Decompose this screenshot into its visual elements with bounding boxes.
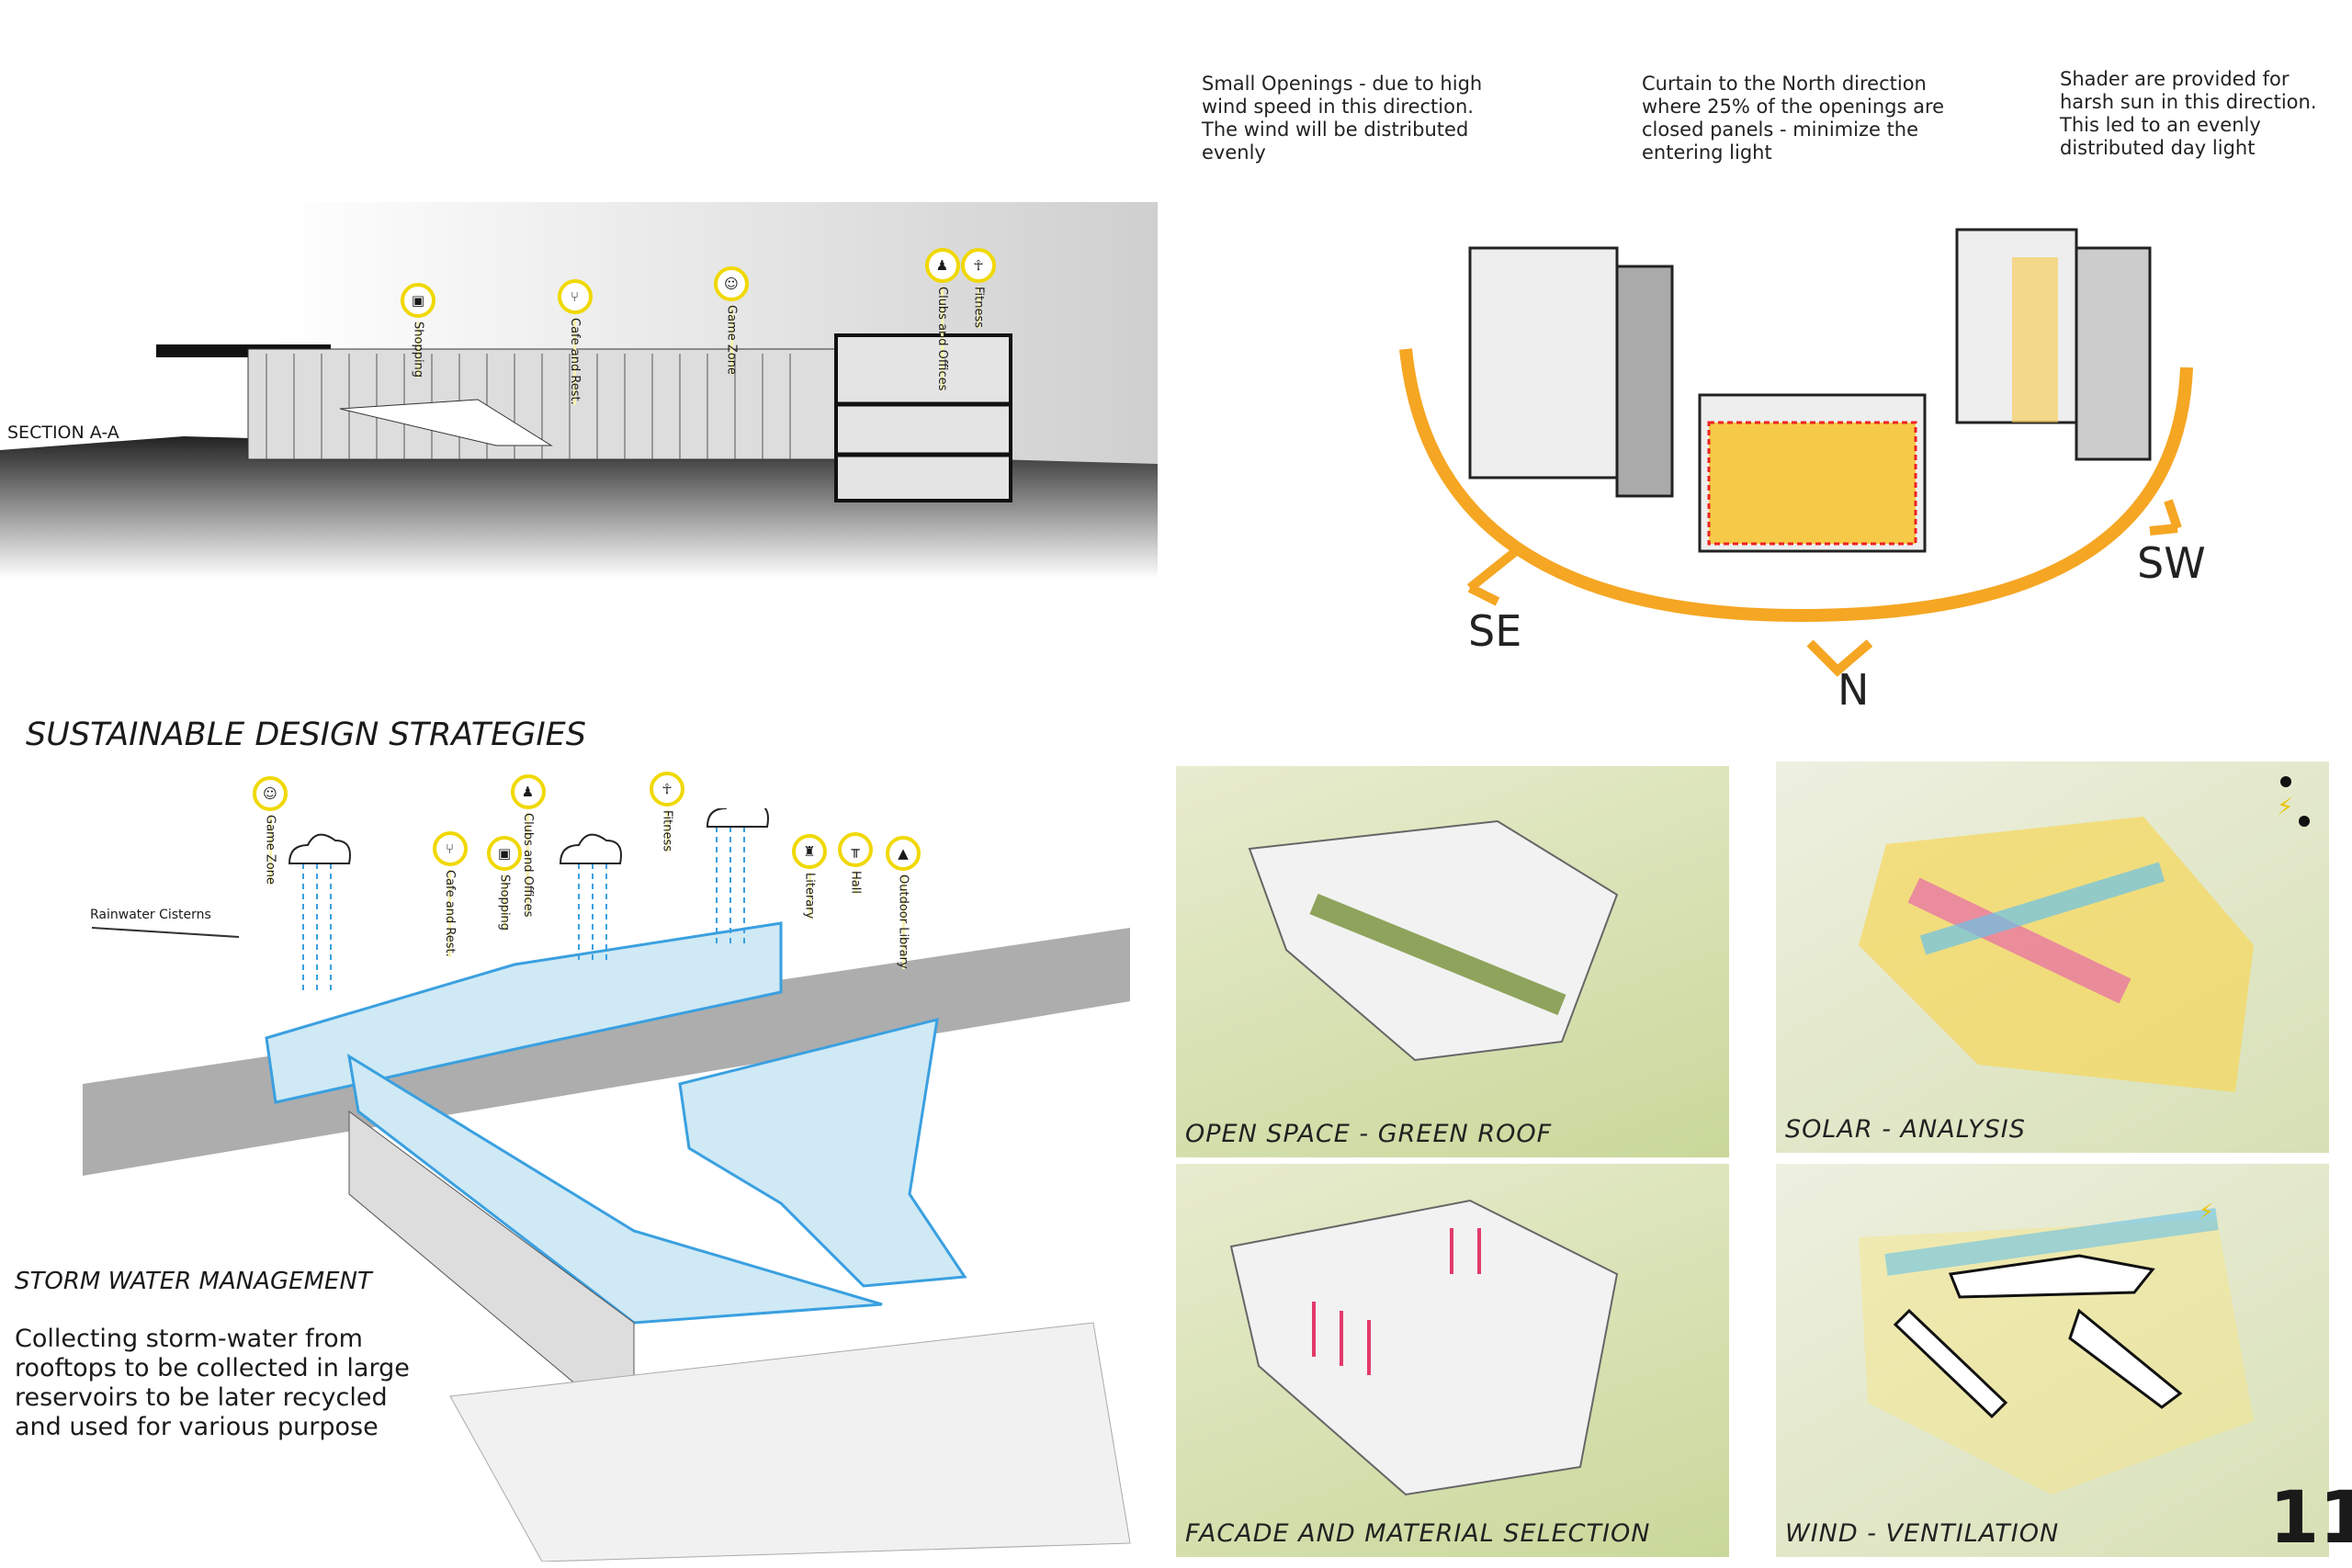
sw-arrow-icon [2149, 499, 2182, 536]
panel-wind-ventilation: ⚡ WIND - VENTILATION [1776, 1164, 2329, 1557]
shopping-icon: ▣ [487, 836, 522, 871]
building-north-block [1698, 393, 1927, 553]
rain-cloud-icons [288, 808, 769, 864]
note-small-openings: Small Openings - due to high wind speed … [1202, 73, 1483, 164]
section-tag-clubs: ♟Clubs and Offices [922, 248, 963, 391]
tag-clubs: ♟Clubs and Offices [507, 774, 548, 918]
theater-masks-icon: ☺ [714, 266, 749, 301]
section-tag-shopping: ▣Shopping [401, 283, 435, 378]
section-tag-fitness: ☥Fitness [961, 248, 996, 329]
section-tag-game-zone: ☺Game Zone [714, 266, 749, 375]
reading-desk-icon: ♜ [792, 834, 827, 869]
direction-sw: SW [2137, 538, 2206, 588]
section-label: SECTION A-A [7, 423, 119, 443]
solar-analysis-illustration: ⚡ [1859, 776, 2310, 1092]
rainwater-cisterns-label: Rainwater Cisterns [90, 908, 211, 922]
note-shader: Shader are provided for harsh sun in thi… [2060, 68, 2317, 159]
table-icon: ╥ [838, 832, 873, 867]
storm-water-title: STORM WATER MANAGEMENT [15, 1268, 372, 1295]
building-west-block [1468, 246, 1674, 498]
orientation-diagram [1399, 228, 2193, 677]
section-tag-cafe: ⑂Cafe and Rest. [554, 279, 595, 405]
panel-green-roof: OPEN SPACE - GREEN ROOF [1176, 766, 1729, 1157]
sun-path-arc [1399, 348, 2193, 623]
shopping-icon: ▣ [401, 283, 435, 318]
sun-bolt-icon: ⚡ [2277, 794, 2293, 821]
people-group-icon: ♟ [924, 248, 960, 283]
strategies-heading: SUSTAINABLE DESIGN STRATEGIES [26, 716, 586, 753]
direction-se: SE [1468, 606, 1522, 656]
cutlery-icon: ⑂ [432, 831, 468, 866]
direction-n: N [1838, 665, 1870, 715]
tag-fitness: ☥Fitness [650, 772, 684, 852]
tag-game-zone: ☺Game Zone [253, 776, 288, 885]
person-icon: ☥ [650, 772, 684, 807]
mountain-icon: ▲ [886, 836, 921, 871]
note-curtain-north: Curtain to the North direction where 25%… [1642, 73, 1945, 164]
building-south-block [1955, 228, 2152, 461]
tag-hall: ╥Hall [838, 832, 873, 894]
section-drawing [0, 202, 1158, 579]
n-arrow-icon [1806, 639, 1873, 677]
tag-shopping: ▣Shopping [487, 836, 522, 931]
cutlery-icon: ⑂ [557, 279, 593, 314]
se-arrow-icon [1466, 547, 1520, 606]
panel-solar-analysis: ⚡ SOLAR - ANALYSIS [1776, 761, 2329, 1153]
stormwater-axonometric [83, 808, 1131, 1562]
tag-cafe: ⑂Cafe and Rest. [429, 831, 470, 957]
tag-literary: ♜Literary [792, 834, 827, 919]
wind-ventilation-illustration: ⚡ [1859, 1199, 2254, 1495]
lightning-icon: ⚡ [2199, 1199, 2214, 1224]
person-icon: ☥ [961, 248, 996, 283]
people-group-icon: ♟ [510, 774, 546, 809]
theater-masks-icon: ☺ [253, 776, 288, 811]
section-illustration [0, 202, 1158, 579]
green-roof-illustration [1248, 819, 1619, 1062]
storm-water-body: Collecting storm-water from rooftops to … [15, 1325, 410, 1441]
facade-illustration [1229, 1199, 1619, 1496]
panel-facade: FACADE AND MATERIAL SELECTION [1176, 1164, 1729, 1557]
page-number: 11 [2269, 1477, 2352, 1560]
tag-outdoor-library: ▲Outdoor Library [886, 836, 921, 969]
